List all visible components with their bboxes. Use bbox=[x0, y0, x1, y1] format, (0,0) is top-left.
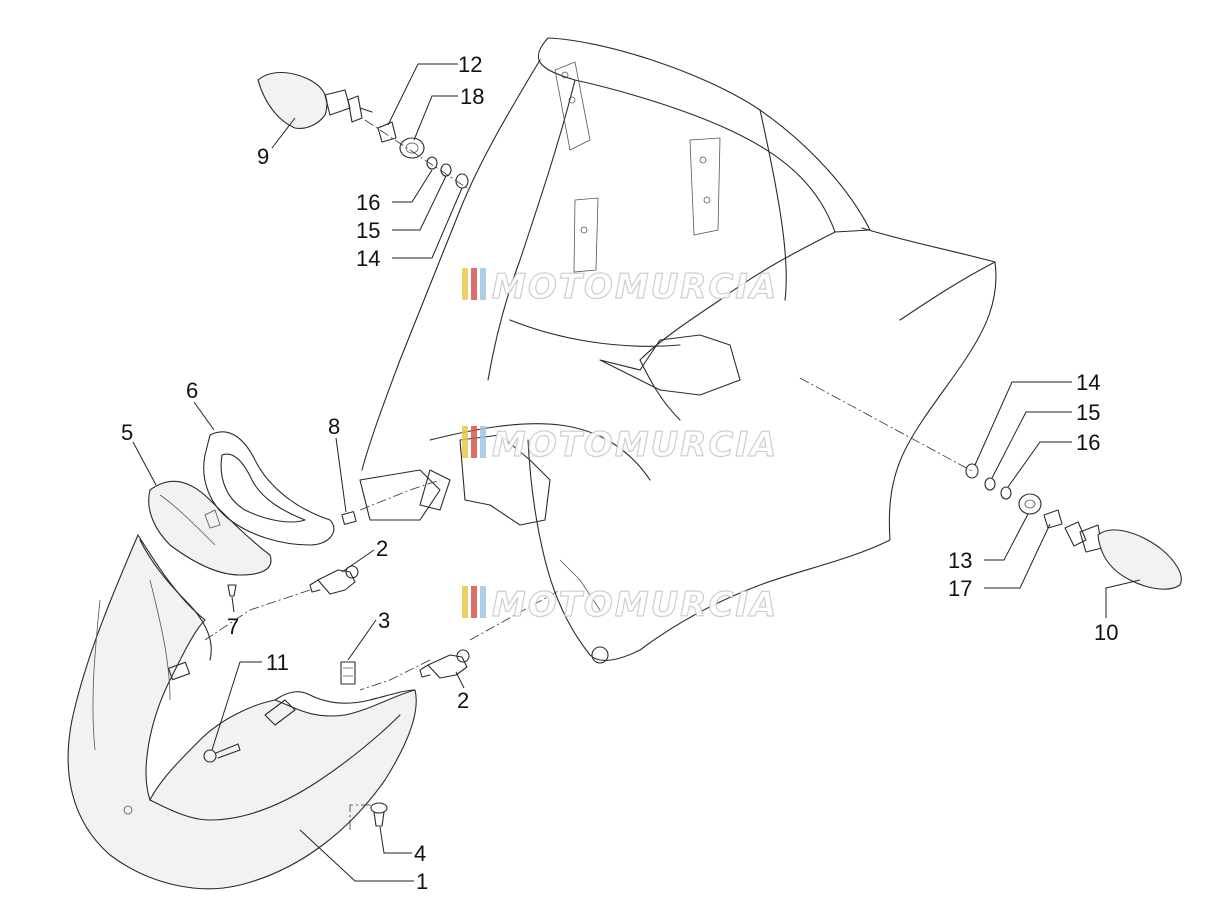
bulb-part-2-upper bbox=[309, 565, 359, 595]
washer-part-16a bbox=[426, 156, 438, 170]
clip-nut-part-8 bbox=[341, 511, 357, 525]
callout-11: 11 bbox=[266, 650, 289, 675]
callout-1: 1 bbox=[416, 869, 428, 894]
nut-part-14a bbox=[455, 173, 469, 189]
callout-9: 9 bbox=[257, 144, 269, 169]
front-shield-part bbox=[359, 37, 997, 664]
callout-5: 5 bbox=[121, 420, 133, 445]
callout-16: 16 bbox=[356, 190, 380, 215]
callout-2: 2 bbox=[376, 536, 388, 561]
screw-part-7 bbox=[227, 584, 237, 597]
nut-part-12 bbox=[377, 121, 397, 143]
callout-18: 18 bbox=[460, 84, 484, 109]
watermark-top: MOTOMURCIA bbox=[462, 266, 778, 308]
callout-6: 6 bbox=[186, 378, 198, 403]
assembly-lines bbox=[204, 119, 973, 830]
nut-part-14b bbox=[965, 463, 979, 479]
watermark-text: MOTOMURCIA bbox=[492, 585, 778, 625]
nut-part-17 bbox=[1043, 509, 1063, 529]
grommet-part-13 bbox=[1018, 493, 1042, 515]
headlight-fairing-part bbox=[67, 533, 417, 890]
watermark-text: MOTOMURCIA bbox=[492, 425, 778, 465]
leader-lines bbox=[132, 63, 1141, 882]
callout-16: 16 bbox=[1076, 430, 1100, 455]
trim-part-6 bbox=[203, 431, 335, 546]
callout-17: 17 bbox=[948, 576, 972, 601]
callout-10: 10 bbox=[1094, 620, 1118, 645]
watermark-text: MOTOMURCIA bbox=[492, 267, 778, 307]
callout-15: 15 bbox=[1076, 400, 1100, 425]
clip-part-3 bbox=[340, 661, 356, 685]
callout-13: 13 bbox=[948, 548, 972, 573]
washer-part-16b bbox=[1000, 486, 1012, 500]
callout-4: 4 bbox=[414, 841, 426, 866]
grommet-part-18 bbox=[399, 137, 425, 159]
callout-2: 2 bbox=[457, 688, 469, 713]
callout-7: 7 bbox=[227, 614, 239, 639]
callout-3: 3 bbox=[378, 608, 390, 633]
callout-14: 14 bbox=[1076, 370, 1100, 395]
callout-numbers: 12 18 9 16 15 14 14 15 16 13 17 10 6 5 8… bbox=[121, 52, 1118, 894]
callout-14: 14 bbox=[356, 246, 380, 271]
turn-signal-left-part-9 bbox=[257, 71, 373, 129]
watermark-bottom: MOTOMURCIA bbox=[462, 584, 778, 626]
watermark-middle: MOTOMURCIA bbox=[462, 424, 778, 466]
screw-part-11 bbox=[203, 743, 241, 763]
screw-part-4 bbox=[370, 802, 388, 827]
washer-part-15b bbox=[984, 477, 996, 491]
callout-15: 15 bbox=[356, 218, 380, 243]
callout-8: 8 bbox=[328, 414, 340, 439]
bulb-part-2-lower bbox=[419, 649, 470, 679]
callout-12: 12 bbox=[458, 52, 482, 77]
turn-signal-right-part-10 bbox=[1064, 521, 1182, 590]
